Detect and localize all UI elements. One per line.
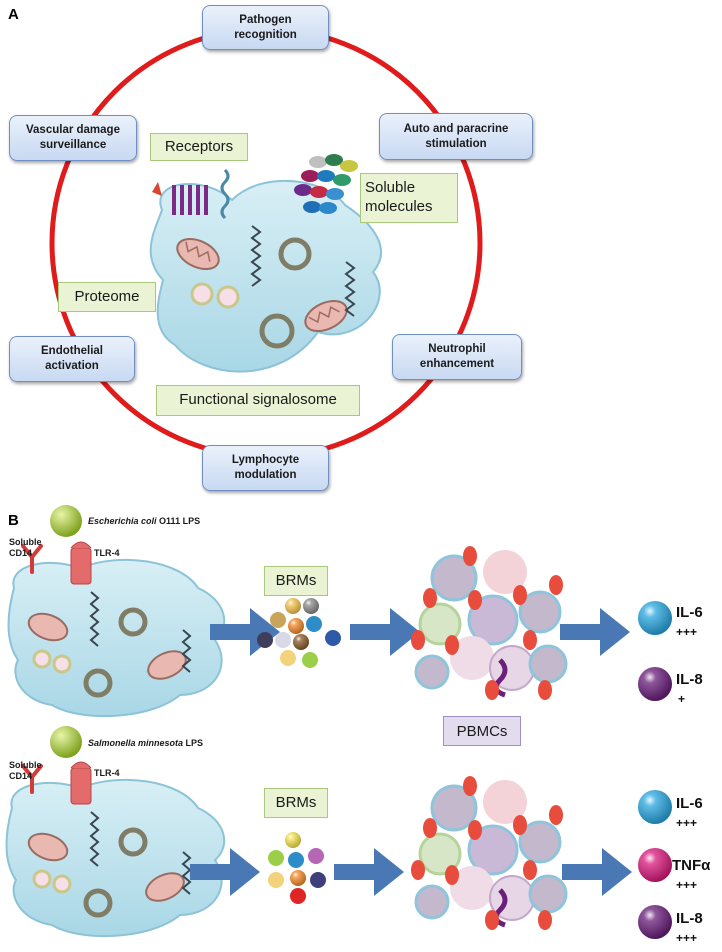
panel-b-letter: B <box>8 512 19 529</box>
auto-paracrine-box: Auto and paracrine stimulation <box>379 113 533 160</box>
proteome-label: Proteome <box>58 282 156 312</box>
lymphocyte-modulation-box: Lymphocyte modulation <box>202 445 329 491</box>
soluble-molecule-cluster <box>294 154 358 214</box>
lps-suffix-bottom: LPS <box>183 738 204 748</box>
lps-label-top: Escherichia coli O111 LPS <box>88 516 200 526</box>
flow-arrows-bottom <box>190 848 632 896</box>
arrow-right <box>560 608 630 656</box>
dna-helix <box>250 225 262 287</box>
soluble-cd14-glyph <box>21 544 43 574</box>
endothelial-activation-box: Endothelial activation <box>9 336 135 382</box>
brms-label-bottom: BRMs <box>264 788 328 818</box>
cytokine-level: +++ <box>676 931 698 945</box>
tlr4-label-top: TLR-4 <box>94 548 120 558</box>
functional-signalosome-label: Functional signalosome <box>156 385 360 416</box>
receptor-glyph <box>152 168 230 220</box>
soluble-cd14-glyph <box>21 764 43 794</box>
pathogen-recognition-box: Pathogen recognition <box>202 5 329 50</box>
soluble-cd14-label-bottom: Soluble CD14 <box>9 760 42 782</box>
cytokine-ball-shine <box>638 848 672 882</box>
soluble-molecules-label: Soluble molecules <box>360 173 458 223</box>
cytokine-balls <box>638 601 672 939</box>
lps-label-bottom: Salmonella minnesota LPS <box>88 738 203 748</box>
cytokine-name: IL-6 <box>676 795 703 812</box>
dna-helix <box>344 261 356 317</box>
cytokine-level: +++ <box>676 878 698 892</box>
cytokine-name: IL-8 <box>676 671 703 688</box>
cytokine-name: TNFα <box>672 857 711 874</box>
receptors-label: Receptors <box>150 133 248 161</box>
cytokine-level: +++ <box>676 625 698 639</box>
cytokine-ball-shine <box>638 905 672 939</box>
ring-organelle <box>278 237 312 271</box>
tlr4-receptor <box>70 767 92 805</box>
brms-label-top: BRMs <box>264 566 328 596</box>
lps-ball <box>50 726 82 758</box>
tlr4-label-bottom: TLR-4 <box>94 768 120 778</box>
granule <box>216 285 240 309</box>
cytokine-level: +++ <box>676 816 698 830</box>
arrow-right <box>350 608 420 656</box>
cytokine-ball-shine <box>638 667 672 701</box>
pbmc-cluster-top <box>411 546 568 700</box>
lps-ball <box>50 505 82 537</box>
cytokine-name: IL-8 <box>676 910 703 927</box>
lps-species-bottom: Salmonella minnesota <box>88 738 184 748</box>
granule <box>190 282 214 306</box>
tlr4-receptor <box>70 547 92 585</box>
neutrophil-enhancement-box: Neutrophil enhancement <box>392 334 522 380</box>
cytokine-level: + <box>678 692 686 706</box>
soluble-cd14-label-top: Soluble CD14 <box>9 537 42 559</box>
ring-organelle <box>259 313 295 349</box>
arrow-right <box>190 848 260 896</box>
cytokine-ball-shine <box>638 790 672 824</box>
arrow-right <box>562 848 632 896</box>
cytokine-ball-shine <box>638 601 672 635</box>
platelet-cell-b-top <box>7 558 226 718</box>
vascular-surveillance-box: Vascular damage surveillance <box>9 115 137 161</box>
brm-cluster-bottom <box>268 832 326 904</box>
pbmc-cluster-bottom <box>411 776 568 930</box>
arrow-right <box>334 848 404 896</box>
platelet-cell-b-bottom <box>5 778 226 938</box>
panel-a-letter: A <box>8 6 19 23</box>
cytokine-name: IL-6 <box>676 604 703 621</box>
pbmcs-label: PBMCs <box>443 716 521 746</box>
lps-suffix-top: O111 LPS <box>156 516 201 526</box>
platelet-cell-a <box>149 168 382 373</box>
brm-cluster-top <box>257 598 341 668</box>
lps-species-top: Escherichia coli <box>88 516 157 526</box>
